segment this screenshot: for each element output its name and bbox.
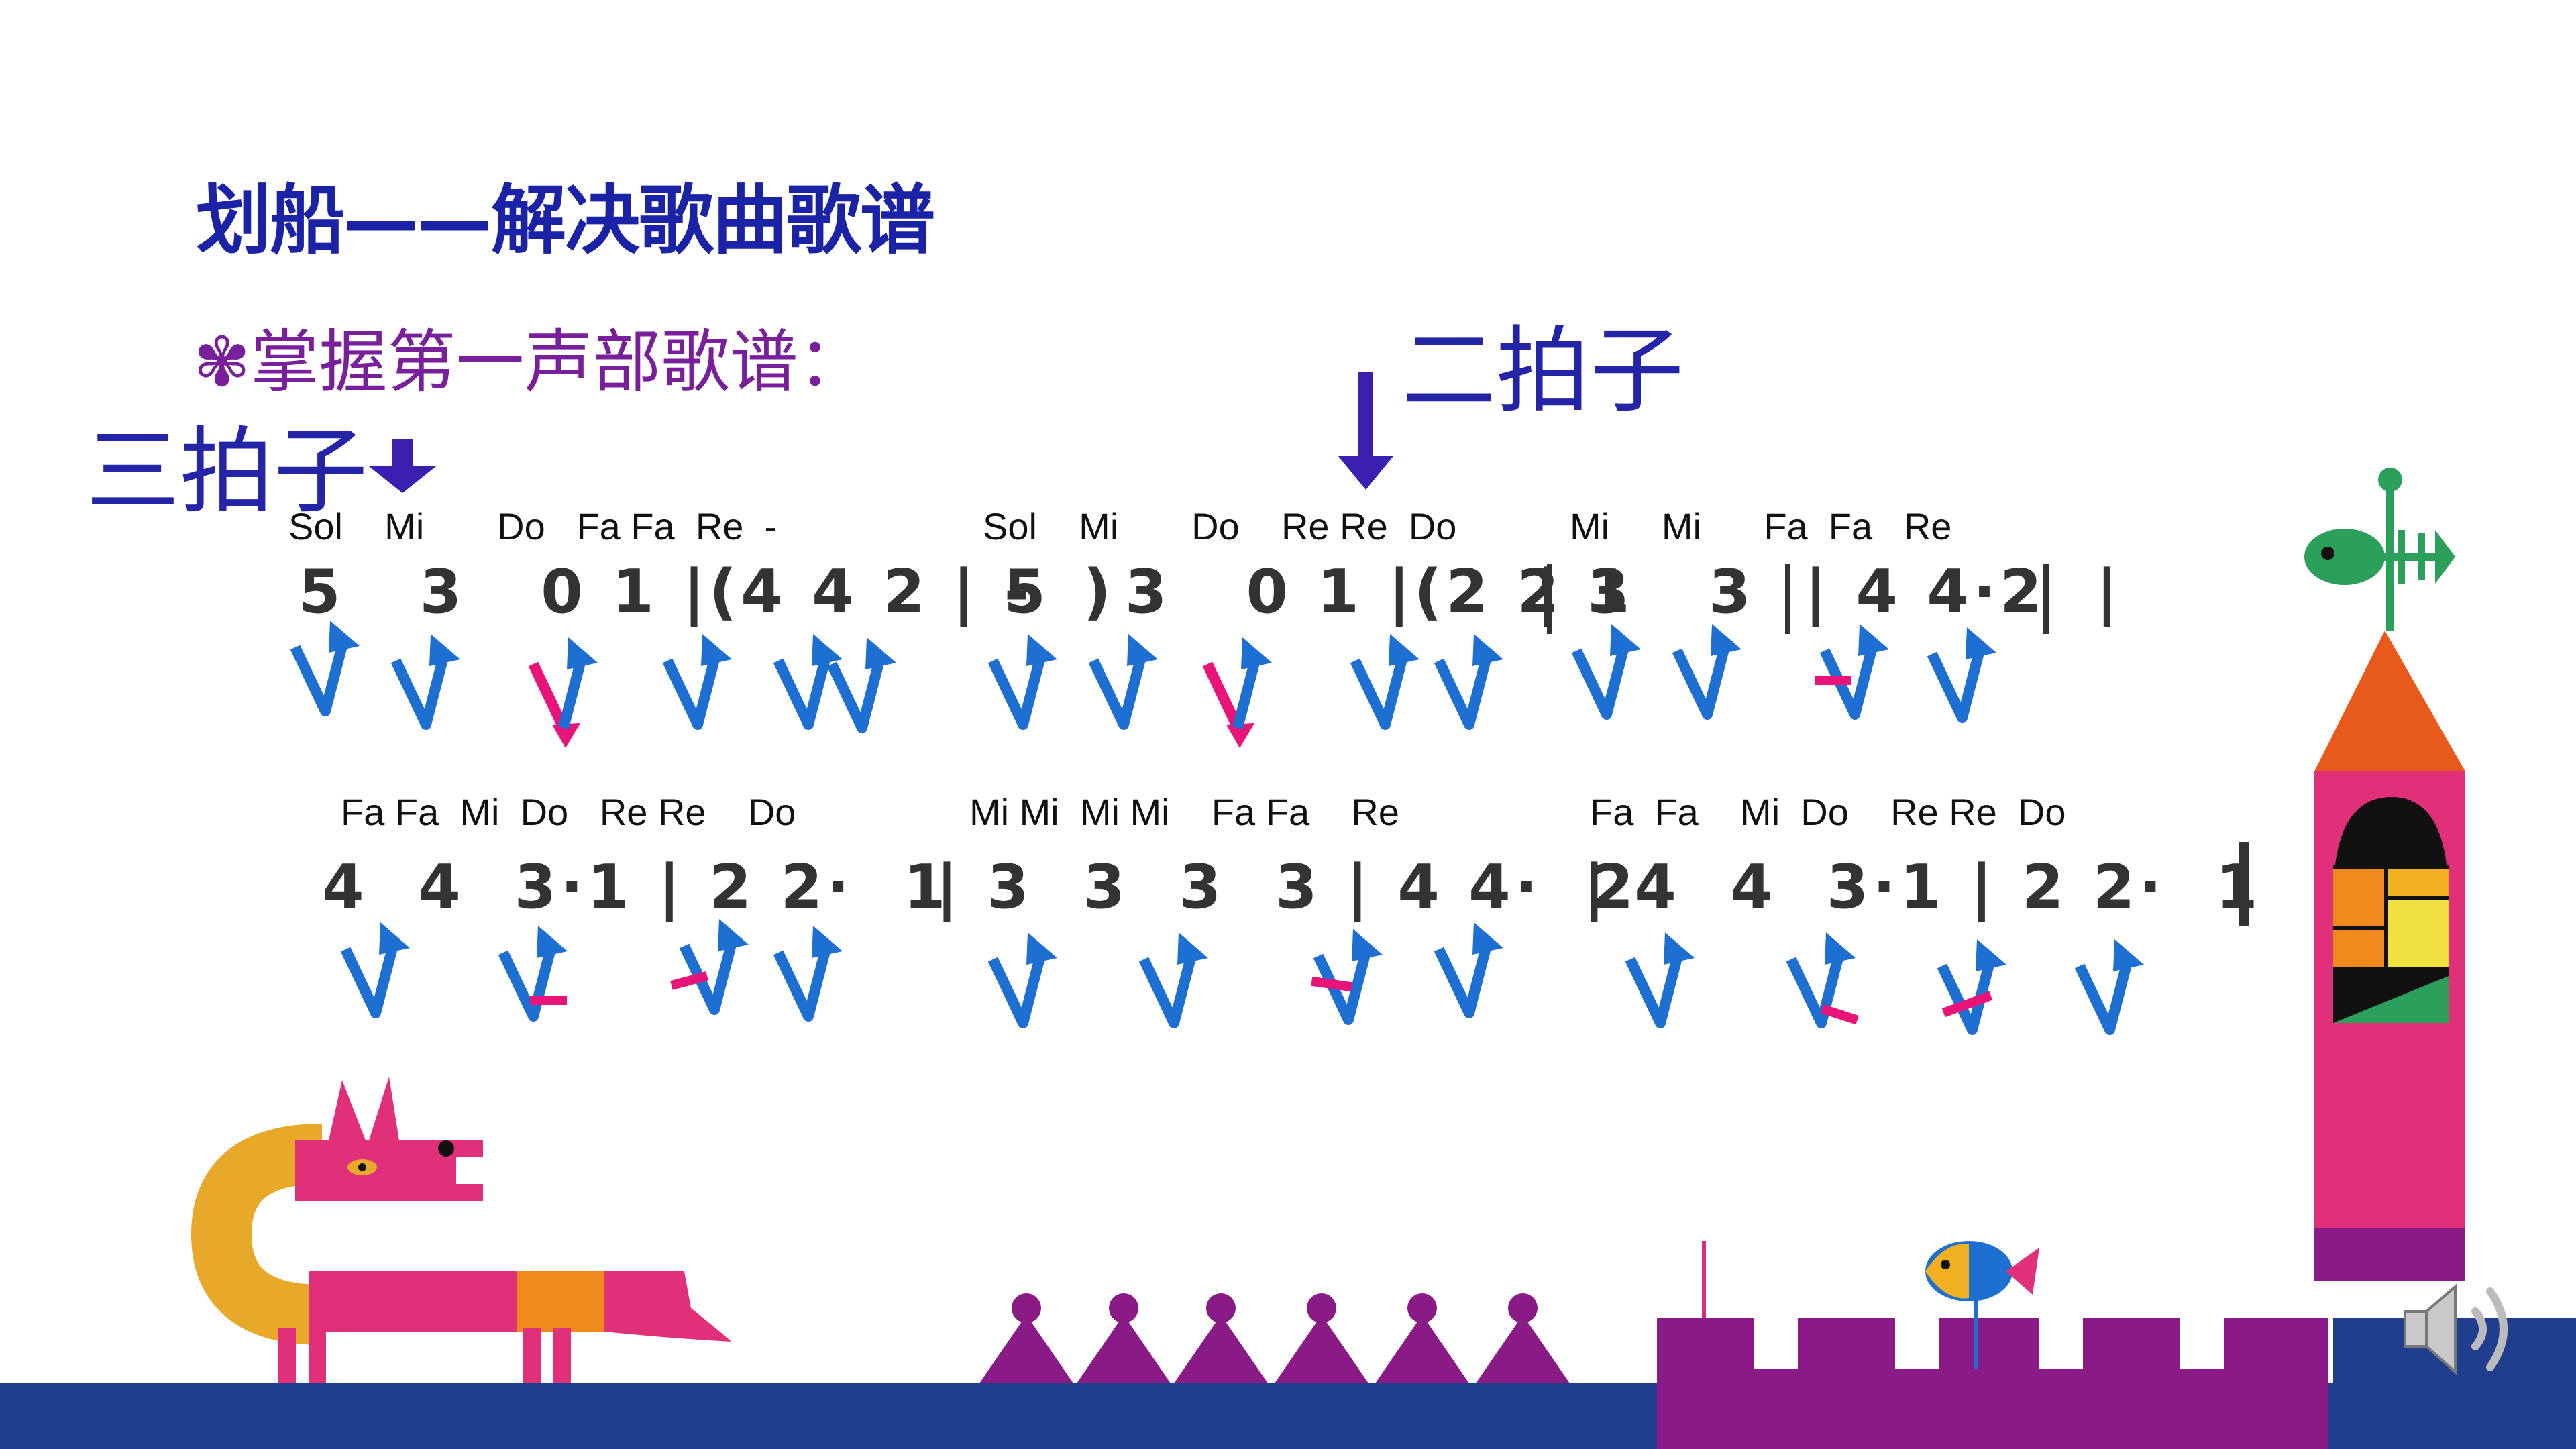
beat-three-label: 三拍子 <box>86 417 368 527</box>
solfa-line2-seg3: Fa Fa Mi Do Re Re Do <box>1590 791 2066 833</box>
tower <box>2314 468 2465 1281</box>
page-title: 划船——解决歌曲歌谱 <box>196 177 935 264</box>
notes-line2-seg2: | 3 3 3 3 | 4 4· 2 <box>936 852 1638 922</box>
notes-line1-seg1: 5 3 0 1 |(4 4 2 - ) <box>299 557 1115 627</box>
down-arrow-icon <box>369 439 436 493</box>
notes-line2-seg1: 4 4 3·1 | 2 2· 1 <box>322 852 950 922</box>
fish-weathervane-icon <box>2304 529 2455 585</box>
solfa-line1-seg2: Sol Mi Do Re Re Do <box>983 505 1457 547</box>
conduct-arrows-line1 <box>295 621 1996 748</box>
notes-line1-seg3: | 3 3 | 4 4·2 | <box>1536 557 2123 627</box>
cones-row <box>979 1293 1570 1383</box>
solfa-line2-seg1: Fa Fa Mi Do Re Re Do <box>341 791 796 833</box>
down-arrow-icon <box>1338 372 1393 490</box>
solfa-line1-seg1: Sol Mi Do Fa Fa Re - <box>288 505 777 547</box>
flower-bullet-icon: ✾ <box>193 323 251 402</box>
notes-line1-seg2: | 5 3 0 1 |(2 2 1 <box>953 557 1634 627</box>
subtitle: ✾掌握第一声部歌谱： <box>193 307 866 406</box>
dot-marks-line2 <box>530 971 1993 1025</box>
subtitle-text: 掌握第一声部歌谱： <box>250 323 867 402</box>
bar-lines <box>1547 564 2249 926</box>
solfa-line2-seg2: Mi Mi Mi Mi Fa Fa Re <box>969 791 1399 833</box>
conduct-arrows-line2 <box>345 919 2144 1030</box>
dot-mark <box>1815 676 1851 685</box>
beat-two-label: 二拍子 <box>1402 317 1684 426</box>
fish-icon <box>1925 1241 2039 1301</box>
speaker-icon[interactable] <box>2404 1283 2508 1375</box>
solfa-line1-seg3: Mi Mi Fa Fa Re <box>1570 505 1952 547</box>
dog-illustration <box>191 1077 731 1383</box>
